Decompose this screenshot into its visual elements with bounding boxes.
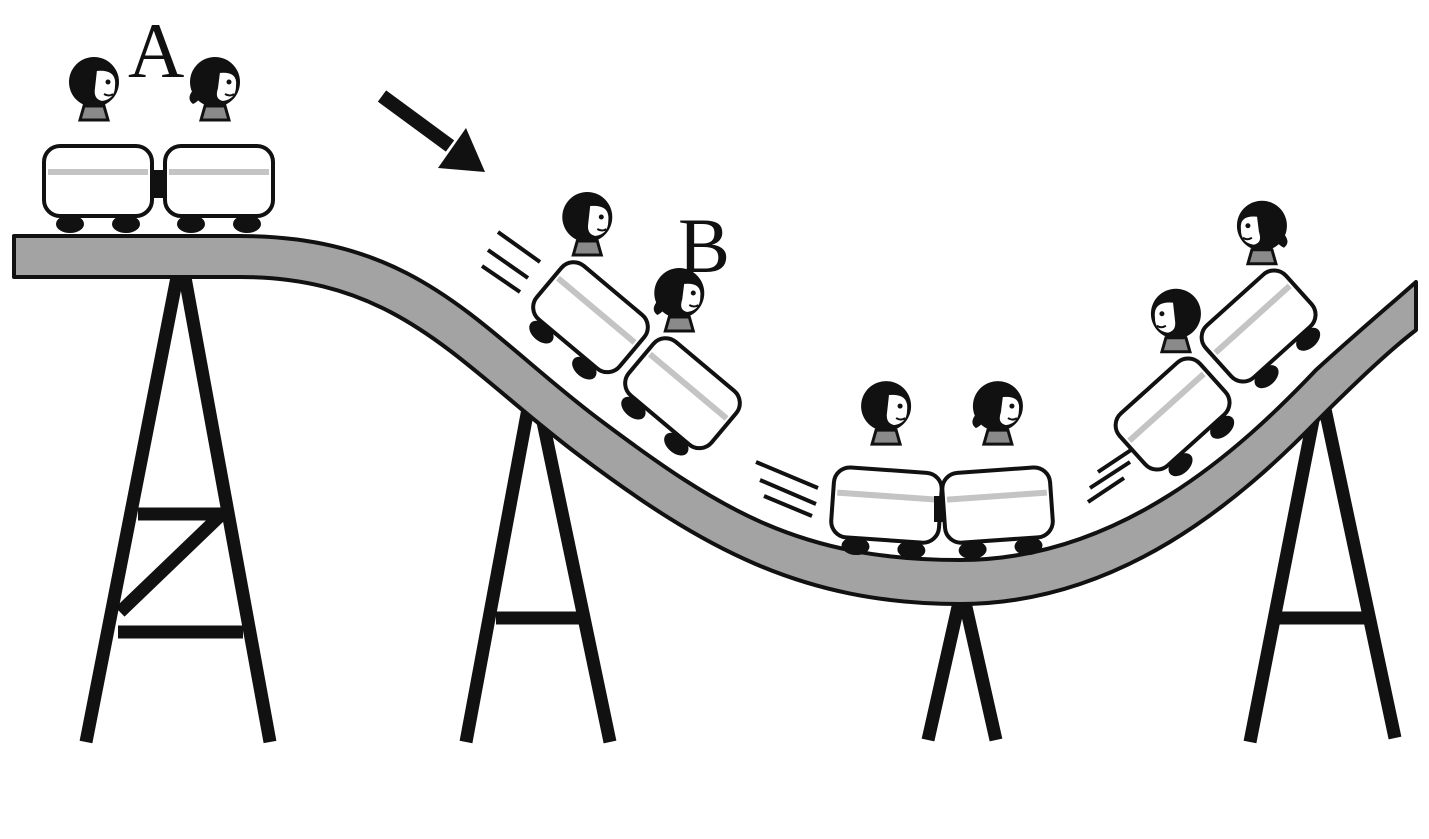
coaster-car-at-b (480, 190, 795, 467)
point-a-label: A (128, 7, 184, 94)
coaster-car-at-bottom (755, 379, 1055, 561)
arrow-down-right-icon (377, 90, 485, 172)
coaster-track (12, 234, 1418, 606)
coaster-car-at-a (44, 55, 273, 233)
speed-lines-icon (480, 230, 542, 294)
support-tower-left (79, 270, 277, 744)
speed-lines-icon (1086, 446, 1136, 504)
speed-lines-icon (755, 460, 819, 518)
support-tower-center (921, 596, 1003, 742)
coaster-car-climbing (1086, 199, 1371, 504)
support-tower-middle-left (459, 396, 617, 744)
support-tower-right (1243, 393, 1402, 744)
